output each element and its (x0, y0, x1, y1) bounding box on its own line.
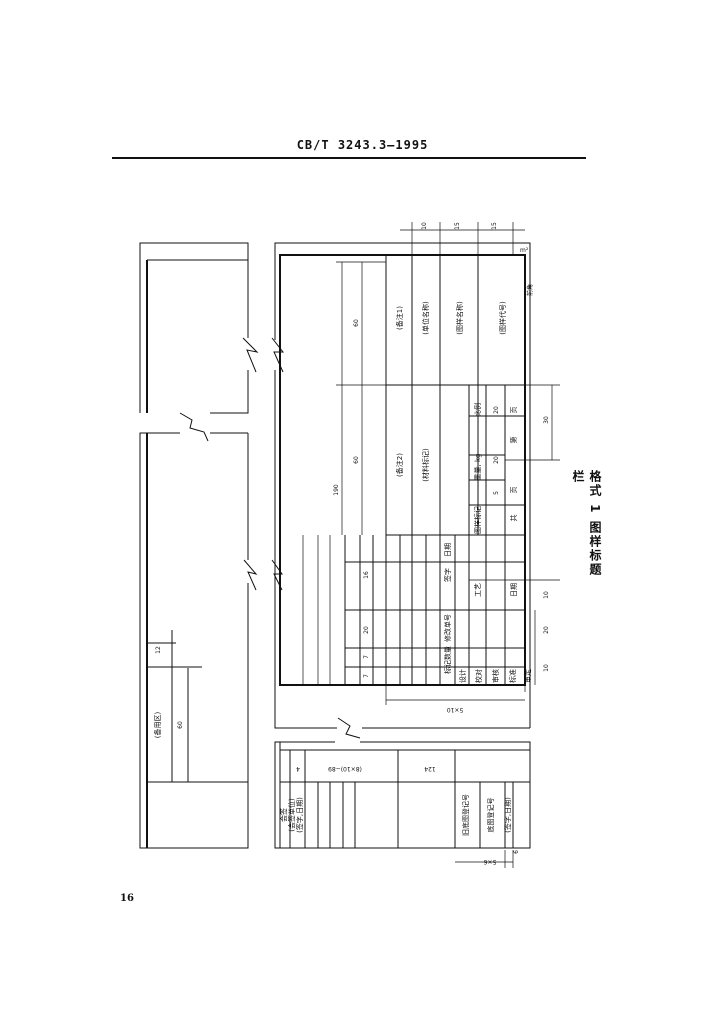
dim-7: 7 (363, 655, 370, 659)
sign-off-label-1: 会签 (279, 808, 288, 822)
standardize-label: 标准 (508, 669, 517, 683)
side-mark: 前角 (526, 284, 534, 296)
dim-20c: 20 (363, 626, 370, 634)
remark2: (备注2) (395, 453, 404, 477)
dim-30: 30 (543, 416, 550, 424)
old-drawing-reg: 旧底图登记号 (461, 794, 470, 836)
dim-12: 12 (155, 646, 162, 654)
dim-10: 10 (421, 222, 428, 230)
dim-15: 15 (454, 222, 461, 230)
drawing-code: (图样代号) (498, 301, 507, 335)
sign-label: 签字 (443, 568, 452, 582)
bottom-block (274, 741, 531, 868)
revision-label: 修改单号 (443, 614, 452, 642)
process-label: 工艺 (474, 583, 482, 597)
page2-label: 页 (510, 407, 518, 414)
dim-16: 16 (363, 571, 370, 579)
corner-mark: m² (520, 247, 529, 254)
scale-label: 比例 (473, 403, 482, 417)
count-label: 标记数量 (443, 646, 452, 674)
weight-label: 重量, kg (474, 454, 482, 481)
date2-label: 日期 (510, 583, 518, 597)
dim-20: 20 (493, 406, 500, 414)
page-number: 16 (120, 893, 134, 904)
reg-sign-date: (签字,日期) (503, 797, 512, 833)
total-label: 共 (509, 515, 518, 522)
dim-190: 190 (333, 484, 340, 496)
dim-60c: 60 (177, 721, 184, 729)
figure-caption: 格式 1 图样标题栏 (571, 470, 602, 577)
dim-15b: 15 (491, 222, 498, 230)
dim-20b: 20 (493, 456, 500, 464)
review-label: 审核 (491, 669, 500, 683)
check-label: 校对 (474, 669, 483, 683)
dim-124: 124 (424, 765, 436, 772)
unit-name: (单位名称) (421, 301, 430, 335)
standard-number: CB/T 3243.3—1995 (296, 138, 429, 152)
dim-8x10: (8×10)−89 (328, 765, 362, 772)
dim-10b: 10 (543, 591, 550, 599)
drawing-reg: 底图登记号 (486, 798, 495, 833)
sign-off-label-3: (签字,日期) (295, 797, 304, 833)
dim-10c: 10 (543, 664, 550, 672)
dim-60b: 60 (353, 456, 360, 464)
dim-7b: 7 (363, 674, 370, 678)
design-label: 设计 (458, 669, 467, 683)
left-strip-label: (备用区) (153, 712, 162, 739)
left-strip-top (139, 242, 249, 414)
date-label: 日期 (444, 543, 452, 557)
dim-4: 4 (296, 765, 300, 772)
sheet-label: 页 (510, 487, 518, 494)
material-mark: (材料标记) (421, 448, 430, 482)
left-strip-bottom (139, 432, 249, 849)
main-frame (271, 242, 531, 739)
dim-5x6: 5×6 (483, 858, 496, 865)
drawing-name: (图样名称) (455, 301, 464, 335)
page-label: 第 (509, 437, 518, 444)
mark-label: 图样标记 (473, 506, 482, 534)
dim-60: 60 (353, 319, 360, 327)
remark1: (备注1) (395, 306, 404, 330)
sign-off-label-2: (会签单位) (287, 798, 296, 832)
dim-5x10: 5×10 (447, 706, 464, 713)
dim-6: 6 (513, 850, 520, 854)
dim-20d: 20 (543, 626, 550, 634)
header-rule (112, 157, 586, 159)
approve-label: 审定 (523, 669, 532, 683)
dim-5: 5 (493, 491, 500, 495)
